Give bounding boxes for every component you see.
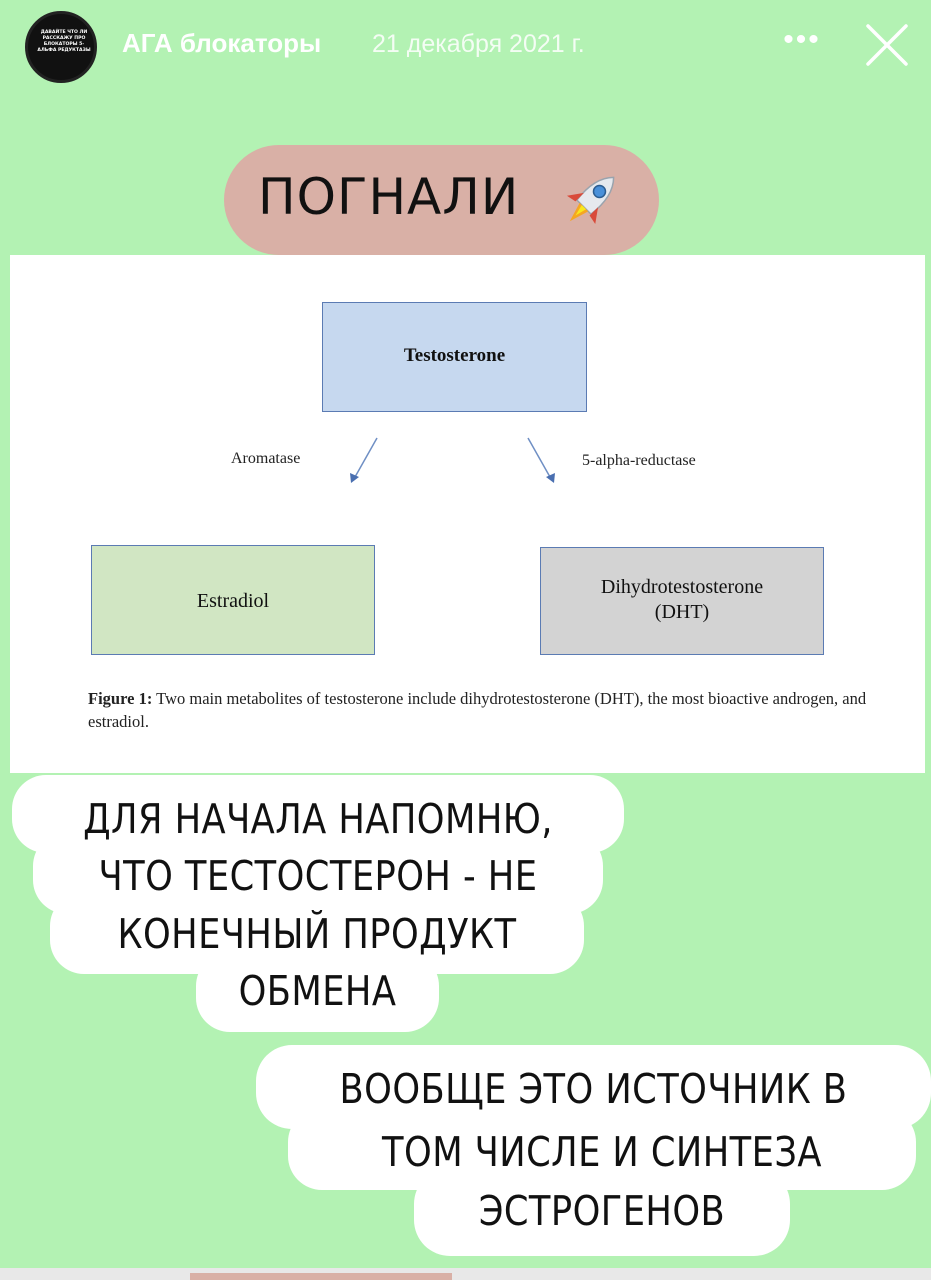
dht-box: Dihydrotestosterone (DHT) <box>540 547 824 655</box>
close-icon <box>866 24 908 66</box>
post-date: 21 декабря 2021 г. <box>372 30 585 58</box>
text-block-2-line-2: ТОМ ЧИСЛЕ И СИНТЕЗА <box>382 1128 822 1176</box>
testosterone-label: Testosterone <box>403 345 506 366</box>
dht-label-line2: (DHT) <box>654 601 710 623</box>
rocket-icon <box>566 176 615 225</box>
more-options-button[interactable]: ••• <box>783 23 821 56</box>
text-block-1-line-4: ОБМЕНА <box>238 967 397 1015</box>
reductase-arrowhead <box>546 473 555 483</box>
aromatase-arrow <box>354 437 378 478</box>
text-block-2-line-1: ВООБЩЕ ЭТО ИСТОЧНИК В <box>339 1065 848 1113</box>
dht-label-line1: Dihydrotestosterone <box>600 576 764 598</box>
text-bubble-2-row-3 <box>414 1168 790 1256</box>
profile-avatar[interactable]: ДАВАЙТЕ ЧТО ЛИ РАССКАЖУ ПРО БЛОКАТОРЫ 5-… <box>25 11 97 83</box>
text-block-2-line-3: ЭСТРОГЕНОВ <box>478 1187 726 1235</box>
figure-caption: Figure 1: Two main metabolites of testos… <box>88 687 888 733</box>
caption-label: Figure 1: <box>88 689 153 708</box>
next-slide-accent <box>190 1273 452 1280</box>
text-block-1-line-1: ДЛЯ НАЧАЛА НАПОМНЮ, <box>83 795 553 843</box>
estradiol-box: Estradiol <box>91 545 375 655</box>
reductase-label: 5-alpha-reductase <box>582 452 696 469</box>
figure-image: Testosterone Aromatase 5-alpha-reductase… <box>10 255 925 773</box>
text-block-1-line-2: ЧТО ТЕСТОСТЕРОН - НЕ <box>98 852 538 900</box>
text-bubble-1-row-4 <box>196 952 439 1032</box>
aromatase-arrowhead <box>350 473 359 483</box>
pathway-arrows <box>350 437 555 483</box>
title-sticker-text: ПОГНАЛИ <box>258 168 520 226</box>
caption-text: Two main metabolites of testosterone inc… <box>88 689 867 731</box>
close-button[interactable] <box>860 18 914 72</box>
estradiol-label: Estradiol <box>196 590 270 612</box>
avatar-caption: ДАВАЙТЕ ЧТО ЛИ РАССКАЖУ ПРО БЛОКАТОРЫ 5-… <box>37 30 91 53</box>
testosterone-box: Testosterone <box>322 302 587 412</box>
account-name[interactable]: АГА блокаторы <box>122 28 322 58</box>
next-slide-strip <box>0 1268 931 1280</box>
reductase-arrow <box>527 437 551 478</box>
text-block-1-line-3: КОНЕЧНЫЙ ПРОДУКТ <box>117 910 517 958</box>
aromatase-label: Aromatase <box>231 450 301 467</box>
